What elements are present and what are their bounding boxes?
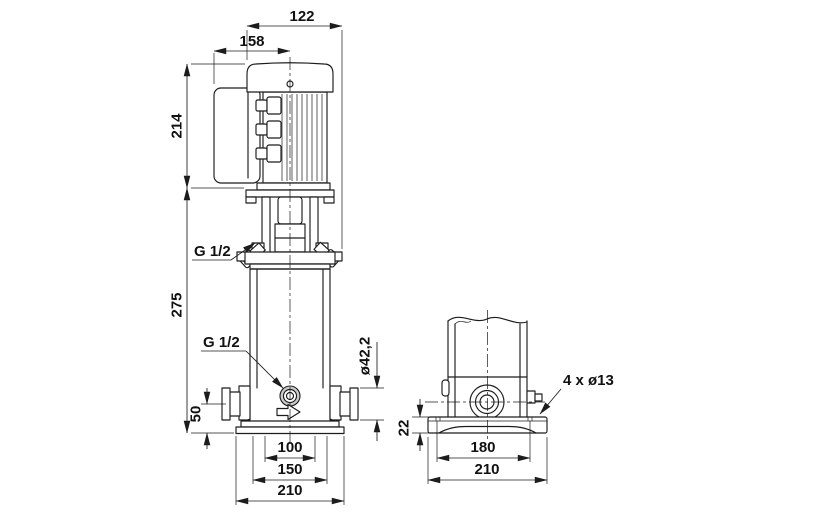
stool-foot-left <box>245 196 257 204</box>
motor-group <box>213 62 335 204</box>
label-drain-plug: G 1/2 <box>201 334 284 389</box>
dim-port-diameter: ø42,2 <box>357 337 384 441</box>
vent-plug-thread-label: G 1/2 <box>194 243 231 260</box>
dim-width-top: 122 <box>246 8 343 249</box>
suction-port <box>221 385 251 421</box>
dim-side-base-width-label: 210 <box>474 461 499 478</box>
dim-plate-thickness-label: 22 <box>396 420 413 437</box>
dim-height-port: 50 <box>188 388 226 449</box>
dim-base-outer-label: 210 <box>277 482 302 499</box>
drain-plug-thread-label: G 1/2 <box>203 334 240 351</box>
dim-base-mid-label: 150 <box>277 461 302 478</box>
dim-bolt-spacing-label: 180 <box>470 439 495 456</box>
dim-height-port-label: 50 <box>188 406 205 423</box>
side-plug <box>526 390 543 404</box>
label-bolt-holes: 4 x ø13 <box>539 372 614 415</box>
motor-flange <box>256 182 331 191</box>
dim-base-inner-label: 100 <box>277 439 302 456</box>
motor-fins <box>281 94 323 181</box>
bolt-holes-label: 4 x ø13 <box>563 372 614 389</box>
side-clip <box>441 379 450 397</box>
flow-direction-arrow <box>276 403 301 421</box>
dim-width-top-label: 122 <box>289 8 314 25</box>
dim-width-mid: 158 <box>213 33 291 84</box>
dim-side-base-width: 210 <box>427 437 548 484</box>
dim-plate-thickness: 22 <box>396 399 429 451</box>
discharge-port <box>329 385 359 421</box>
break-line <box>447 316 528 324</box>
dim-height-pump: 275 <box>169 187 234 434</box>
dim-base-inner: 100 <box>264 436 316 462</box>
dim-height-motor: 214 <box>169 63 245 189</box>
motor-top-cap <box>246 62 334 93</box>
dim-base-outer: 210 <box>235 436 345 505</box>
dim-port-diameter-label: ø42,2 <box>357 337 374 375</box>
dim-bolt-spacing: 180 <box>436 421 531 462</box>
label-vent-plug: G 1/2 <box>192 242 256 261</box>
terminal-box <box>213 87 261 184</box>
dim-height-pump-label: 275 <box>169 292 186 317</box>
dim-width-mid-label: 158 <box>239 33 264 50</box>
bolt-hole-marks <box>435 417 533 421</box>
pump-head <box>236 251 343 270</box>
side-view: 22 180 210 4 x ø13 <box>396 310 614 484</box>
cable-glands <box>255 96 282 163</box>
side-body <box>441 316 528 418</box>
dim-base-mid: 150 <box>252 436 328 484</box>
pump-sleeve <box>249 268 331 420</box>
front-view: 122 158 214 275 50 ø42,2 <box>169 8 384 505</box>
dim-height-motor-label: 214 <box>169 113 186 139</box>
stool-foot-right <box>323 196 335 204</box>
